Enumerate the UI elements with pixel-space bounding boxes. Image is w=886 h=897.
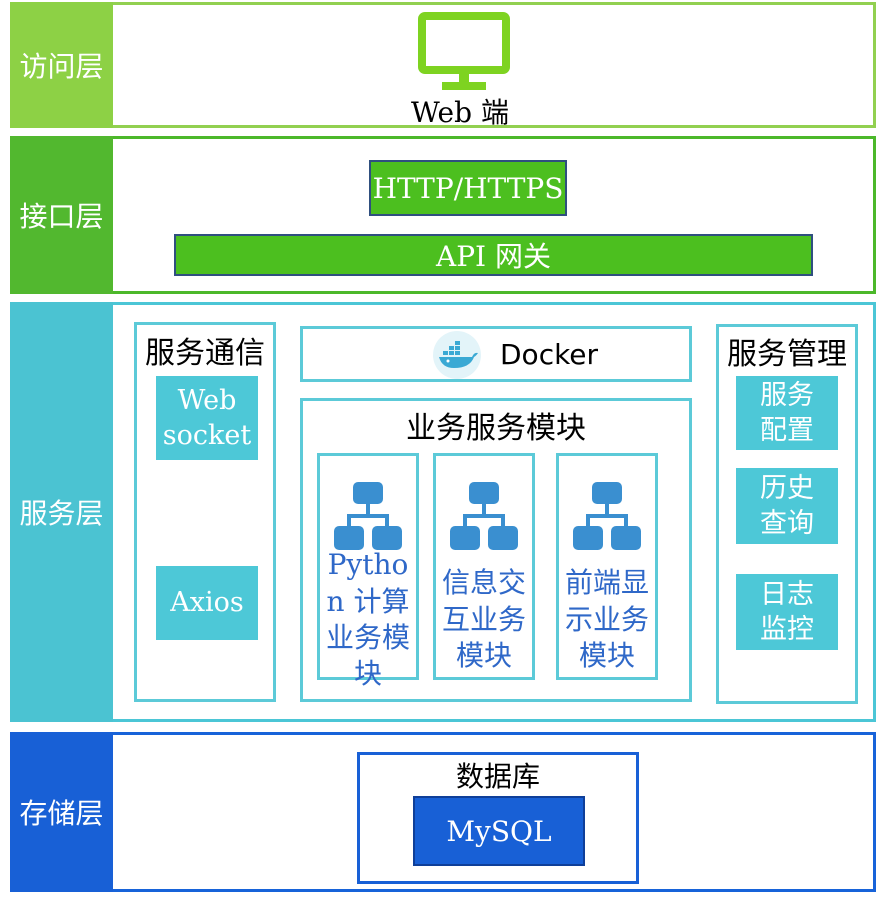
monitor-icon: [418, 12, 510, 94]
access-layer: [10, 2, 876, 128]
axios-box: Axios: [156, 566, 258, 640]
frontend-display-module-label: 前端显示业务模块: [564, 566, 649, 673]
hierarchy-icon: [572, 480, 642, 552]
storage-layer-label: 存储层: [10, 732, 113, 892]
hierarchy-icon: [333, 480, 403, 552]
hierarchy-icon: [449, 480, 519, 552]
mysql-box: MySQL: [413, 796, 585, 866]
history-query-box: 历史查询: [736, 468, 838, 544]
database-title: 数据库: [455, 760, 540, 793]
service-communication-title: 服务通信: [145, 336, 265, 371]
api-gateway-box: API 网关: [174, 234, 813, 276]
service-management-title: 服务管理: [727, 337, 847, 372]
docker-icon: [432, 330, 482, 380]
interface-layer-label: 接口层: [10, 136, 113, 294]
docker-label: Docker: [500, 337, 599, 371]
access-layer-label: 访问层: [10, 2, 113, 128]
websocket-box: Web socket: [156, 376, 258, 460]
docker-bar: [300, 326, 692, 382]
python-compute-module-label: Python 计算业务模块: [325, 548, 410, 691]
service-config-box: 服务配置: [736, 376, 838, 450]
log-monitor-box: 日志监控: [736, 574, 838, 650]
service-layer-label: 服务层: [10, 302, 113, 722]
business-service-title: 业务服务模块: [406, 411, 586, 446]
info-interaction-module-label: 信息交互业务模块: [441, 566, 526, 673]
http-https-box: HTTP/HTTPS: [369, 160, 567, 216]
web-client-label: Web 端: [411, 96, 509, 129]
